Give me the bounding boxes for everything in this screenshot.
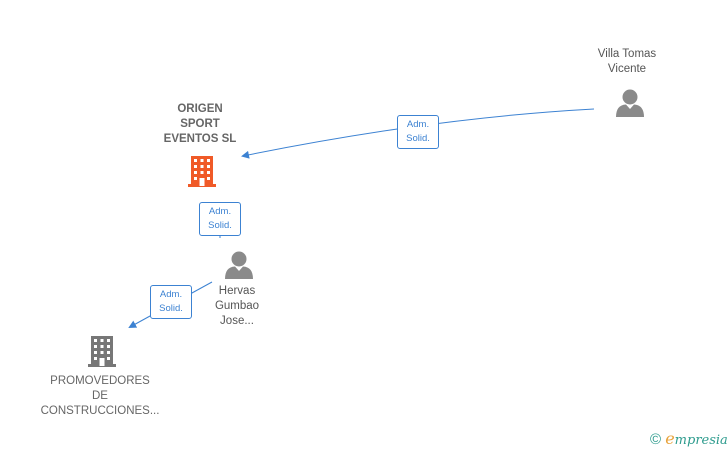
label-line: ORIGEN bbox=[177, 103, 223, 115]
badge-line: Adm. bbox=[406, 119, 430, 130]
label-line: Hervas bbox=[218, 285, 256, 297]
brand-initial: e bbox=[665, 429, 675, 448]
label-line: SPORT bbox=[180, 118, 220, 130]
empresia-watermark: © empresia bbox=[650, 429, 728, 448]
badge-line: Adm. bbox=[159, 289, 183, 300]
brand-name: mpresia bbox=[674, 433, 728, 448]
label-line: Villa Tomas bbox=[597, 48, 657, 60]
label-line: DE bbox=[92, 390, 108, 402]
company-label-promovedores[interactable]: PROMOVEDORES DE CONSTRUCCIONES... bbox=[20, 374, 180, 419]
relation-badge[interactable]: Adm. Solid. bbox=[150, 285, 192, 319]
building-icon[interactable] bbox=[186, 154, 218, 188]
badge-line: Adm. bbox=[208, 206, 232, 217]
person-icon[interactable] bbox=[614, 88, 646, 118]
label-line: EVENTOS SL bbox=[163, 133, 237, 145]
badge-line: Solid. bbox=[406, 133, 430, 144]
person-label-villa[interactable]: Villa Tomas Vicente bbox=[572, 47, 682, 77]
person-icon[interactable] bbox=[223, 250, 255, 280]
copyright-icon: © bbox=[650, 431, 662, 448]
company-label-origen[interactable]: ORIGEN SPORT EVENTOS SL bbox=[140, 102, 260, 147]
badge-line: Solid. bbox=[208, 220, 232, 231]
relation-badge[interactable]: Adm. Solid. bbox=[199, 202, 241, 236]
building-icon[interactable] bbox=[86, 334, 118, 368]
label-line: Vicente bbox=[607, 63, 647, 75]
relation-badge[interactable]: Adm. Solid. bbox=[397, 115, 439, 149]
label-line: CONSTRUCCIONES... bbox=[40, 405, 160, 417]
label-line: PROMOVEDORES bbox=[50, 375, 150, 387]
label-line: Gumbao bbox=[214, 300, 260, 312]
person-label-hervas[interactable]: Hervas Gumbao Jose... bbox=[190, 284, 284, 329]
badge-line: Solid. bbox=[159, 303, 183, 314]
label-line: Jose... bbox=[220, 315, 254, 327]
